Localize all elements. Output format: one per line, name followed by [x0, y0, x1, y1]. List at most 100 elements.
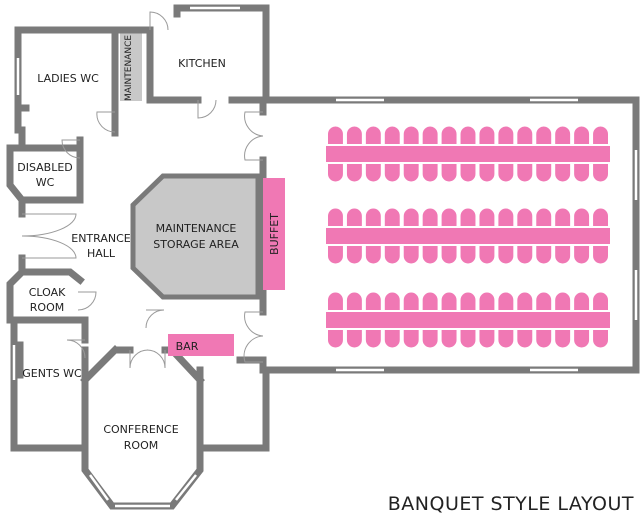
chair — [328, 208, 343, 226]
label-kitchen: KITCHEN — [178, 57, 226, 70]
chair — [498, 126, 514, 144]
label-disabled-wc-line2: WC — [36, 176, 55, 189]
chair — [498, 164, 514, 182]
banquet-tables — [326, 126, 610, 348]
chair — [574, 246, 590, 264]
chair — [479, 246, 495, 264]
bar-counter — [168, 334, 234, 356]
maintenance-closet — [120, 33, 142, 101]
chair — [555, 164, 571, 182]
chair — [384, 126, 400, 144]
banquet-table — [326, 312, 610, 328]
chair — [441, 246, 457, 264]
chair — [593, 246, 608, 264]
chair — [441, 330, 457, 348]
chair — [441, 292, 457, 310]
chair — [555, 330, 571, 348]
chair — [384, 292, 400, 310]
chair — [517, 330, 533, 348]
chair — [593, 126, 608, 144]
chair — [422, 246, 438, 264]
chair — [555, 292, 571, 310]
chair — [460, 292, 476, 310]
chair — [517, 292, 533, 310]
banquet-table — [326, 146, 610, 162]
chair — [498, 292, 514, 310]
chair — [365, 292, 381, 310]
chair — [441, 164, 457, 182]
chair — [422, 208, 438, 226]
chair — [498, 246, 514, 264]
chair — [328, 126, 343, 144]
windows — [12, 6, 638, 508]
chair — [536, 208, 552, 226]
chair — [384, 330, 400, 348]
chair — [365, 164, 381, 182]
chair — [403, 292, 419, 310]
label-disabled-wc-line1: DISABLED — [17, 161, 73, 174]
label-entrance-hall-line2: HALL — [87, 247, 116, 260]
doors — [21, 11, 264, 369]
chair — [555, 126, 571, 144]
chair — [536, 330, 552, 348]
chair — [517, 208, 533, 226]
chair — [498, 208, 514, 226]
chair — [536, 292, 552, 310]
label-bar: BAR — [176, 340, 199, 353]
label-ladies-wc: LADIES WC — [37, 72, 99, 85]
chair — [403, 208, 419, 226]
chair — [365, 208, 381, 226]
chair — [479, 208, 495, 226]
chair — [517, 126, 533, 144]
label-conference-room-line2: ROOM — [124, 439, 158, 452]
chair — [422, 126, 438, 144]
chair — [346, 208, 362, 226]
chair — [574, 164, 590, 182]
chair — [365, 126, 381, 144]
chair — [593, 292, 608, 310]
label-cloak-room-line2: ROOM — [30, 301, 64, 314]
chair — [346, 292, 362, 310]
chair — [536, 126, 552, 144]
chair — [574, 330, 590, 348]
chair — [441, 208, 457, 226]
chair — [422, 164, 438, 182]
chair — [517, 164, 533, 182]
chair — [403, 330, 419, 348]
chair — [479, 126, 495, 144]
chair — [574, 292, 590, 310]
label-entrance-hall-line1: ENTRANCE — [71, 232, 131, 245]
label-cloak-room-line1: CLOAK — [29, 286, 66, 299]
chair — [441, 126, 457, 144]
chair — [460, 164, 476, 182]
label-storage-line1: MAINTENANCE — [156, 222, 237, 235]
label-conference-room-line1: CONFERENCE — [103, 423, 178, 436]
chair — [574, 208, 590, 226]
chair — [384, 246, 400, 264]
chair — [460, 246, 476, 264]
chair — [328, 330, 343, 348]
chair — [479, 164, 495, 182]
chair — [328, 292, 343, 310]
chair — [498, 330, 514, 348]
label-maintenance: MAINTENANCE — [124, 35, 134, 101]
chair — [460, 208, 476, 226]
label-buffet: BUFFET — [268, 213, 281, 255]
chair — [422, 292, 438, 310]
buffet-table — [263, 178, 285, 290]
label-gents-wc: GENTS WC — [22, 367, 82, 380]
banquet-table — [326, 228, 610, 244]
label-storage-line2: STORAGE AREA — [153, 238, 239, 251]
chair — [384, 164, 400, 182]
chair — [479, 292, 495, 310]
chair — [365, 330, 381, 348]
chair — [593, 330, 608, 348]
chair — [536, 246, 552, 264]
layout-title: BANQUET STYLE LAYOUT — [388, 493, 634, 515]
maintenance-storage-area — [130, 173, 261, 300]
chair — [403, 126, 419, 144]
chair — [460, 330, 476, 348]
chair — [365, 246, 381, 264]
walls — [6, 4, 640, 510]
chair — [536, 164, 552, 182]
